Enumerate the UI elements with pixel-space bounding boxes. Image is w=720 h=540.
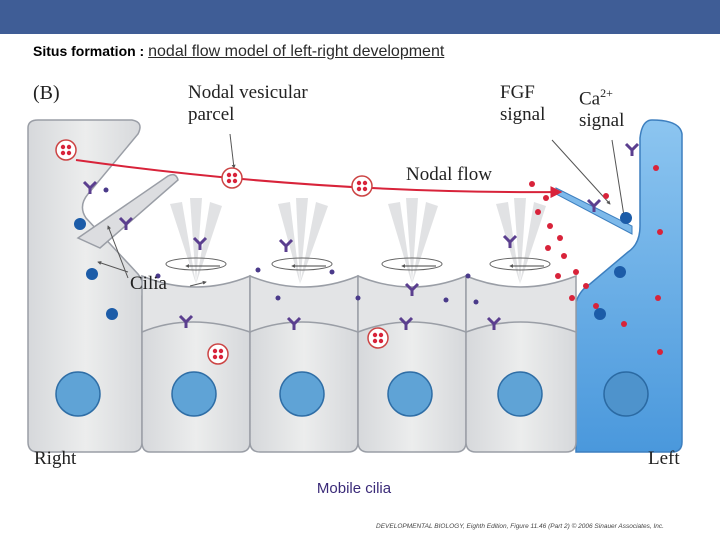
title-main: nodal flow model of left-right developme… — [148, 43, 445, 60]
ca-label-line2: signal — [579, 110, 625, 132]
fgf-label-line2: signal — [500, 104, 546, 125]
ca-label-element: Ca — [579, 88, 601, 110]
slide-title: Situs formation : nodal flow model of le… — [33, 43, 444, 61]
nodal-flow-label: Nodal flow — [406, 164, 493, 185]
pit-cells — [141, 274, 577, 453]
receptors — [82, 142, 640, 330]
figure-credit: DEVELOPMENTAL BIOLOGY, Eighth Edition, F… — [376, 523, 664, 530]
parcel-label-line1: Nodal vesicular — [188, 82, 308, 103]
released-signal-dots — [529, 165, 663, 355]
cilia-fans — [170, 198, 546, 284]
figure-graphic — [27, 119, 683, 453]
left-side-label: Left — [648, 448, 680, 469]
parcel-label-line2: parcel — [188, 104, 235, 125]
panel-label: (B) — [33, 82, 60, 104]
figure-caption: Mobile cilia — [316, 480, 392, 497]
left-wall-cell — [575, 119, 683, 453]
header-bar — [0, 0, 720, 34]
title-prefix: Situs formation : — [33, 43, 149, 59]
right-wall-cell — [27, 119, 145, 453]
pointer-lines — [97, 133, 626, 287]
fgf-label-line1: FGF — [500, 82, 535, 103]
right-side-label: Right — [34, 448, 77, 469]
vesicular-parcels — [55, 139, 389, 365]
blue-signals — [74, 212, 632, 320]
nuclei — [55, 371, 649, 417]
nodal-flow-arrow — [75, 159, 563, 199]
cilia-rotation — [165, 257, 551, 271]
wall-cell-process — [76, 173, 179, 249]
ca-label-charge: 2+ — [600, 86, 613, 100]
calcium-signal-label: Ca2+ signal — [579, 82, 624, 132]
cilia-label: Cilia — [130, 273, 167, 294]
purple-dots — [103, 187, 479, 305]
